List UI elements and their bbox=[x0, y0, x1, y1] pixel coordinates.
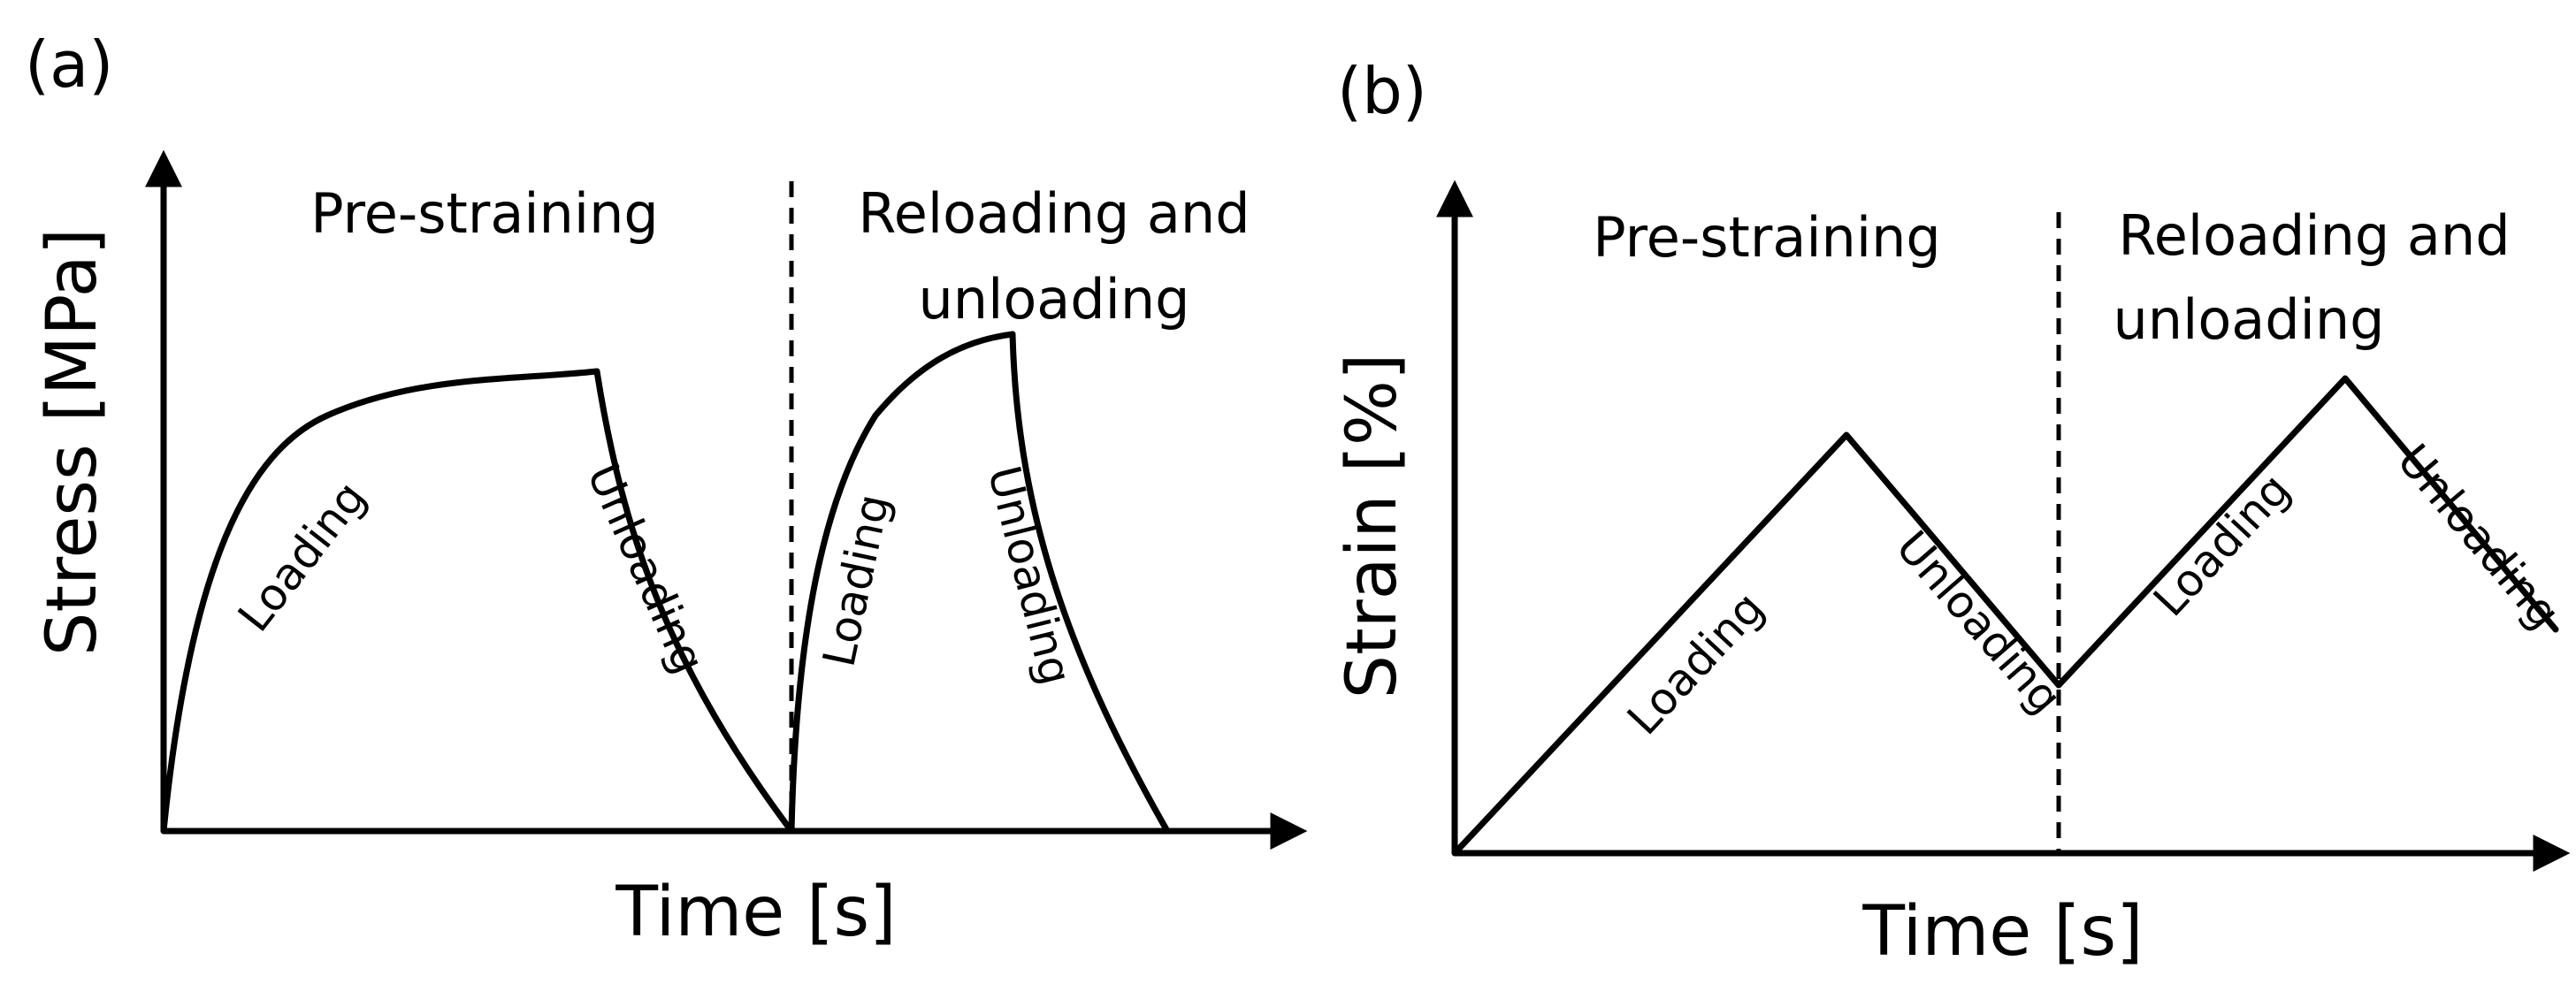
panel-a-phase-reloading-line1: Reloading and bbox=[858, 181, 1250, 246]
panel-a-loading-curve-1 bbox=[160, 368, 600, 835]
panel-b-phase-prestraining: Pre-straining bbox=[1593, 205, 1940, 270]
panel-a-label: (a) bbox=[25, 27, 113, 102]
panel-a-x-axis-title: Time [s] bbox=[615, 873, 896, 952]
panel-b-loading-label-2: Loading bbox=[2144, 463, 2300, 626]
panel-b-label: (b) bbox=[1337, 54, 1427, 128]
panel-b-unloading-label-1: Unloading bbox=[1886, 522, 2071, 724]
panel-b-loading-label-1: Loading bbox=[1617, 582, 1774, 744]
panel-a-unloading-curve-1 bbox=[593, 368, 795, 835]
panel-b-strain-path bbox=[1451, 375, 2559, 857]
panel-a-phase-reloading-line2: unloading bbox=[919, 267, 1190, 332]
panel-a-phase-prestraining: Pre-straining bbox=[310, 181, 658, 246]
panel-b-x-axis-title: Time [s] bbox=[1861, 892, 2143, 972]
panel-b-y-axis-title: Strain [%] bbox=[1333, 354, 1412, 699]
panel-a-loading-curve-2 bbox=[788, 331, 1016, 835]
panel-a: (a) Stress [MPa] Time [s] Pre-straining … bbox=[25, 27, 1308, 952]
panel-b-phase-reloading-line2: unloading bbox=[2114, 287, 2385, 352]
panel-a-unloading-label-2: Unloading bbox=[978, 461, 1082, 690]
panel-a-loading-label-1: Loading bbox=[228, 472, 376, 641]
panel-a-unloading-curve-2 bbox=[1009, 331, 1171, 835]
panel-a-y-axis-title: Stress [MPa] bbox=[33, 228, 112, 656]
panel-a-loading-label-2: Loading bbox=[813, 490, 899, 671]
panel-b: (b) Strain [%] Time [s] Pre-straining Re… bbox=[1333, 54, 2571, 972]
panel-b-phase-reloading-line1: Reloading and bbox=[2118, 203, 2510, 268]
panel-a-unloading-label-1: Unloading bbox=[577, 456, 715, 681]
panel-b-unloading-label-2: Unloading bbox=[2388, 435, 2571, 639]
